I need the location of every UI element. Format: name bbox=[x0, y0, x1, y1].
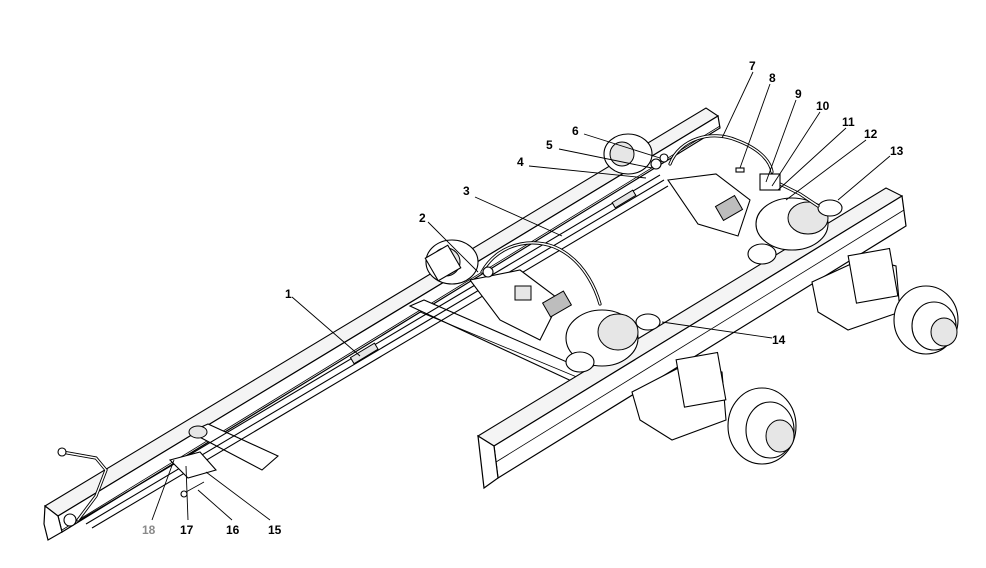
wheel-hubs bbox=[631, 247, 959, 465]
rear-axle-group bbox=[603, 133, 843, 265]
callout-labels: 1 2 3 4 5 6 7 8 9 10 11 12 13 14 15 16 1… bbox=[142, 59, 904, 537]
callout-2: 2 bbox=[419, 211, 426, 225]
axle-hoses bbox=[480, 134, 820, 306]
callout-13: 13 bbox=[890, 144, 904, 158]
callout-10: 10 bbox=[816, 99, 830, 113]
callout-18: 18 bbox=[142, 523, 156, 537]
left-frame-rail bbox=[43, 107, 721, 541]
callout-8: 8 bbox=[769, 71, 776, 85]
callout-4: 4 bbox=[517, 155, 524, 169]
callout-3: 3 bbox=[463, 184, 470, 198]
front-hose bbox=[57, 447, 108, 527]
callout-1: 1 bbox=[285, 287, 292, 301]
right-frame-rail bbox=[476, 187, 907, 490]
callout-17: 17 bbox=[180, 523, 194, 537]
front-axle-group bbox=[424, 239, 661, 373]
cross-member bbox=[188, 299, 591, 471]
callout-7: 7 bbox=[749, 59, 756, 73]
callout-15: 15 bbox=[268, 523, 282, 537]
callout-6: 6 bbox=[572, 124, 579, 138]
leader-lines bbox=[151, 71, 891, 521]
callout-5: 5 bbox=[546, 138, 553, 152]
callout-11: 11 bbox=[842, 115, 855, 129]
callout-12: 12 bbox=[864, 127, 878, 141]
callout-16: 16 bbox=[226, 523, 240, 537]
callout-9: 9 bbox=[795, 87, 802, 101]
callout-14: 14 bbox=[772, 333, 786, 347]
